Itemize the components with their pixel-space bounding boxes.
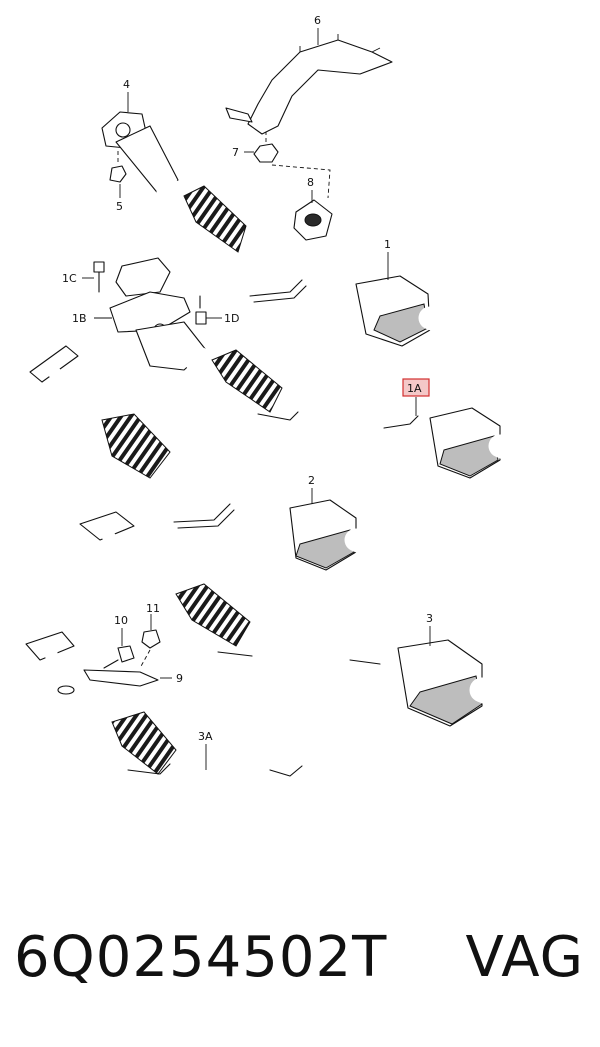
callout-3A: 3A bbox=[198, 730, 213, 743]
callout-9: 9 bbox=[176, 672, 183, 685]
bolt-1D bbox=[195, 295, 222, 325]
exhaust-pipe-1 bbox=[115, 125, 502, 354]
clamp-8 bbox=[271, 164, 333, 241]
callout-7: 7 bbox=[232, 146, 239, 159]
callout-6: 6 bbox=[314, 14, 321, 27]
callout-2: 2 bbox=[308, 474, 315, 487]
exhaust-pipe-3 bbox=[79, 511, 573, 733]
brand-text: VAG bbox=[465, 925, 584, 990]
bracket-6 bbox=[225, 28, 393, 135]
nut-5 bbox=[109, 148, 127, 198]
callout-1A-highlight bbox=[402, 378, 430, 397]
callout-5: 5 bbox=[116, 200, 123, 213]
callout-3: 3 bbox=[426, 612, 433, 625]
clip-9 bbox=[83, 669, 172, 687]
part-number-text: 6Q0254502T bbox=[14, 925, 388, 990]
callout-1C: 1C bbox=[62, 272, 77, 285]
exhaust-pipe-1A bbox=[29, 321, 580, 497]
callout-10: 10 bbox=[114, 614, 128, 627]
exhaust-parts-diagram: 6 7 8 4 5 1 bbox=[25, 14, 580, 841]
callout-1D: 1D bbox=[224, 312, 239, 325]
nut-7 bbox=[244, 132, 279, 163]
callout-1A: 1A bbox=[407, 382, 422, 395]
callout-1B: 1B bbox=[72, 312, 87, 325]
exhaust-pipe-2 bbox=[173, 483, 436, 580]
nut-11 bbox=[139, 614, 161, 669]
callout-11: 11 bbox=[146, 602, 160, 615]
callout-8: 8 bbox=[307, 176, 314, 189]
callout-1: 1 bbox=[384, 238, 391, 251]
manifold-flange-1B bbox=[94, 257, 191, 337]
bolt-10 bbox=[103, 628, 135, 669]
callout-4: 4 bbox=[123, 78, 130, 91]
bolt-1C bbox=[82, 261, 105, 293]
exhaust-pipe-3A bbox=[25, 631, 463, 841]
